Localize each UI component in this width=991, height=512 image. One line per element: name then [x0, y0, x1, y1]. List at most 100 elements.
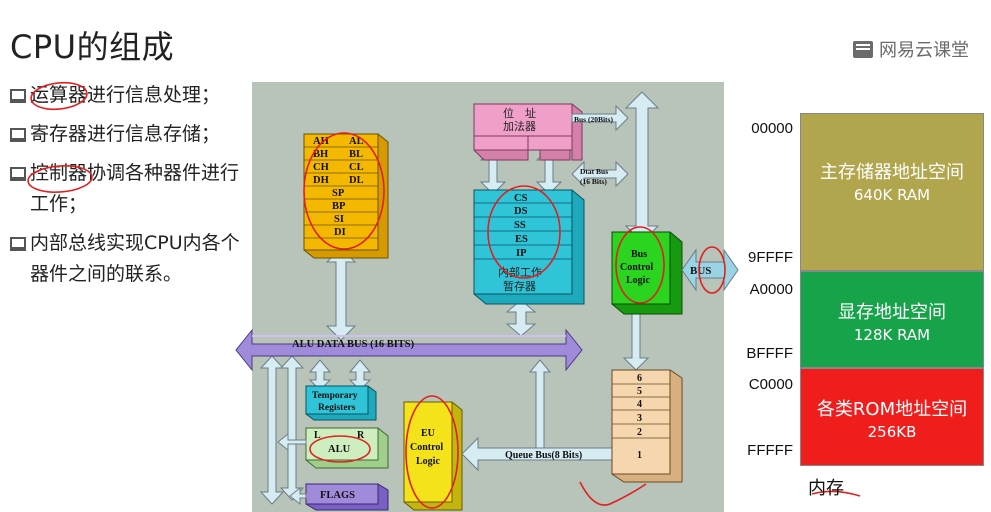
reg-ch: CH [313, 162, 329, 173]
reg-ah: AH [313, 136, 329, 147]
address-label: 9FFFF [748, 249, 793, 266]
address-label: BFFFF [746, 345, 793, 362]
queue-slot-1: 1 [637, 450, 642, 461]
brand-icon [853, 40, 873, 58]
reg-bl: BL [349, 149, 363, 160]
memory-region-size: 256KB [867, 423, 917, 441]
left-bus-arrow-2 [279, 355, 305, 501]
eu-label-3: Logic [416, 456, 440, 467]
adder-label-2: 加法器 [503, 119, 536, 133]
reg-cl: CL [349, 162, 364, 173]
annotation-circle-eu [405, 395, 459, 509]
reg-bp: BP [332, 201, 346, 212]
memory-region-video: 显存地址空间 128K RAM [800, 271, 984, 368]
adder-label-1: 位 址 [503, 106, 536, 120]
brand-name: 网易云课堂 [879, 40, 969, 61]
bullet-list: 运算器进行信息处理； 寄存器进行信息存储； 控制器协调各种器件进行工作； 内部总… [8, 80, 248, 298]
queue-slot-2: 2 [637, 427, 642, 438]
alu-bus-label: ALU DATA BUS (16 BITS) [292, 339, 415, 350]
list-item: 运算器进行信息处理； [8, 80, 248, 111]
reg-dh: DH [313, 175, 329, 186]
annotation-stroke-queue [579, 481, 647, 506]
alu-r-label: R [357, 430, 365, 441]
data-bus-label-2: (16 Bits) [580, 177, 607, 186]
seg-ds: DS [514, 206, 528, 217]
temp-arrow-2 [348, 359, 372, 391]
bus-20-label: Bus (20Bits) [574, 115, 613, 124]
memory-region-size: 128K RAM [853, 326, 931, 344]
bullet-icon [10, 128, 26, 142]
seg-ip: IP [516, 248, 527, 259]
reg-si: SI [334, 214, 344, 225]
list-item: 控制器协调各种器件进行工作； [8, 158, 248, 220]
eu-label-1: EU [421, 428, 435, 439]
segment-labels: CS DS SS ES IP [514, 193, 528, 259]
handwritten-annotations [27, 81, 861, 509]
queue-labels: 6 5 4 3 2 1 [637, 373, 642, 461]
reg-di: DI [334, 227, 346, 238]
address-adder [473, 103, 583, 161]
page-title: CPU的组成 [10, 28, 175, 66]
reg-al: AL [349, 136, 364, 147]
instruction-queue [611, 369, 683, 483]
data-bus-label-1: Dtat Bus [580, 167, 608, 176]
bus-label: BUS [690, 265, 711, 277]
temp-label-2: Registers [318, 403, 356, 413]
main-vertical-bus [624, 91, 660, 243]
general-registers [303, 133, 389, 259]
queue-slot-3: 3 [637, 413, 642, 424]
annotation-circle-alu [30, 81, 88, 111]
bus-20-arrow [571, 104, 629, 132]
flags-register [305, 483, 389, 511]
queue-slot-4: 4 [637, 399, 642, 410]
queue-slot-6: 6 [637, 373, 642, 384]
internal-store-label-2: 暂存器 [503, 279, 536, 293]
alu-left-arrow [277, 432, 307, 452]
reg-bh: BH [313, 149, 328, 160]
eu-label-2: Control [410, 442, 443, 453]
temp-arrow-1 [308, 359, 332, 391]
segment-registers [473, 189, 585, 305]
alu-l-label: L [314, 430, 321, 441]
bullet-icon [10, 237, 26, 251]
bcl-label-3: Logic [626, 275, 650, 286]
list-item: 内部总线实现CPU内各个器件之间的联系。 [8, 228, 248, 290]
alu-data-bus [235, 328, 583, 372]
brand-logo: 网易云课堂 [853, 36, 969, 62]
bullet-text: 寄存器进行信息存储； [30, 123, 221, 145]
address-label: A0000 [749, 281, 793, 298]
annotation-circle-bus [698, 246, 726, 294]
annotation-circle-bus-control [615, 226, 665, 304]
memory-caption: 内存 [808, 478, 844, 499]
bcl-label-2: Control [620, 262, 653, 273]
reg-sp: SP [332, 188, 345, 199]
bullet-text: 运算器进行信息处理； [30, 84, 221, 106]
temporary-registers [305, 385, 377, 421]
seg-es: ES [515, 234, 528, 245]
memory-region-size: 640K RAM [853, 186, 931, 204]
bcl-label-1: Bus [631, 249, 647, 260]
annotation-circle-controller [27, 165, 93, 193]
flags-arrow [289, 486, 307, 506]
left-bus-arrow-1 [259, 355, 285, 505]
memory-region-name: 显存地址空间 [838, 302, 946, 323]
temp-label-1: Temporary [312, 391, 358, 401]
bullet-text: 控制器协调各种器件进行工作； [30, 162, 240, 215]
bullet-text: 内部总线实现CPU内各个器件之间的联系。 [30, 232, 240, 285]
memory-region-main: 主存储器地址空间 640K RAM [800, 113, 984, 271]
address-label: C0000 [748, 376, 793, 393]
queue-bus-label: Queue Bus(8 Bits) [505, 450, 582, 461]
memory-region-rom: 各类ROM地址空间 256KB [800, 368, 984, 466]
reg-dl: DL [349, 175, 364, 186]
list-item: 寄存器进行信息存储； [8, 119, 248, 150]
data-bus-arrow [571, 160, 629, 188]
memory-region-name: 主存储器地址空间 [820, 162, 964, 183]
seg-ss: SS [514, 220, 526, 231]
memory-region-name: 各类ROM地址空间 [816, 399, 968, 420]
queue-slot-5: 5 [637, 386, 642, 397]
internal-store-label-1: 内部工作 [498, 265, 542, 279]
alu-label: ALU [328, 444, 351, 455]
register-labels: AH AL BH BL CH CL DH DL SP BP SI DI [313, 136, 364, 238]
bus-control-logic [611, 231, 683, 315]
